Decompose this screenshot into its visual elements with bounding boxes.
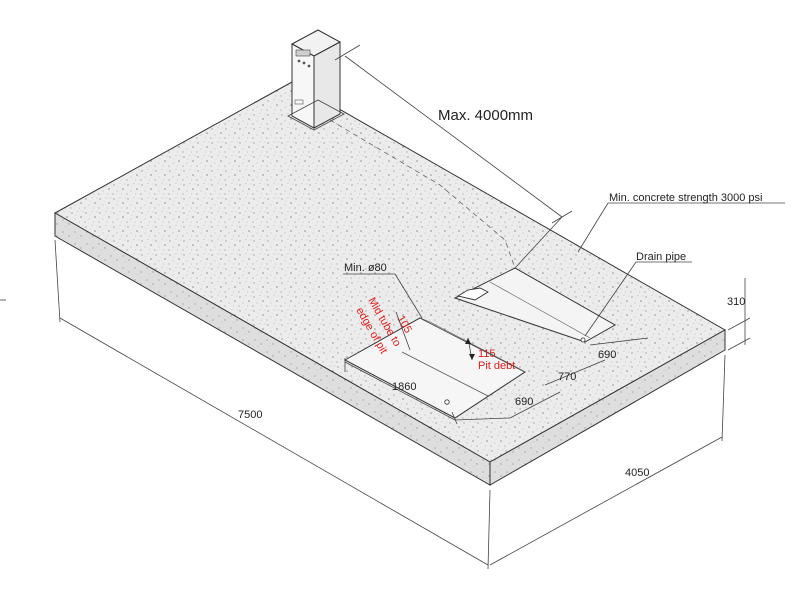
- dim-690-right-line: [589, 337, 649, 346]
- cabinet-vent: [294, 99, 304, 105]
- trench-opening: [453, 267, 617, 343]
- mid-tube-line: [401, 351, 489, 397]
- dim-1860-line: [344, 361, 456, 421]
- pit-depth-value: 115: [478, 348, 496, 360]
- dim-7500-line: [59, 317, 489, 566]
- slab-right-side: [489, 329, 726, 486]
- dim-7500: 7500: [238, 409, 262, 421]
- hose-route-dashed: [329, 119, 516, 269]
- cabinet-base: [287, 99, 345, 131]
- dim-4050: 4050: [625, 467, 649, 479]
- dim-690-lower-line: [454, 417, 511, 421]
- concrete-leader: [577, 202, 609, 253]
- max-distance-dimension: [334, 44, 573, 269]
- cabinet-side: [313, 41, 341, 129]
- dim-1860: 1860: [392, 381, 416, 393]
- pit-inner-wall: [419, 317, 526, 373]
- cabinet-display: [295, 49, 311, 57]
- cabinet-button-1: [297, 59, 301, 63]
- trench-channel: [453, 267, 617, 343]
- dim-310: 310: [727, 296, 745, 308]
- trench-drain-hole: [580, 337, 586, 343]
- trench-divider: [489, 281, 591, 339]
- concrete-strength-label: Min. concrete strength 3000 psi: [609, 192, 762, 204]
- drain-leader: [584, 261, 637, 337]
- dim-770-line: [544, 359, 606, 386]
- max-distance-label: Max. 4000mm: [438, 107, 533, 124]
- cabinet-button-3: [307, 64, 311, 68]
- trench-cover: [456, 287, 489, 301]
- pit: [343, 317, 526, 419]
- cabinet-front: [291, 43, 315, 129]
- cabinet-button-2: [302, 61, 306, 65]
- diameter-leader: [394, 273, 423, 319]
- dim-770: 770: [558, 371, 576, 383]
- pit-drain-hole: [444, 399, 450, 405]
- dim-4050-line: [489, 436, 723, 566]
- dim-690-lower: 690: [515, 396, 533, 408]
- dim-690-right: 690: [598, 349, 616, 361]
- drain-pipe-label: Drain pipe: [636, 251, 686, 263]
- control-cabinet: [287, 29, 345, 131]
- concrete-slab: [53, 81, 727, 486]
- pit-depth-note: Pit debt: [478, 360, 515, 372]
- min-diameter-label: Min. ø80: [344, 262, 387, 274]
